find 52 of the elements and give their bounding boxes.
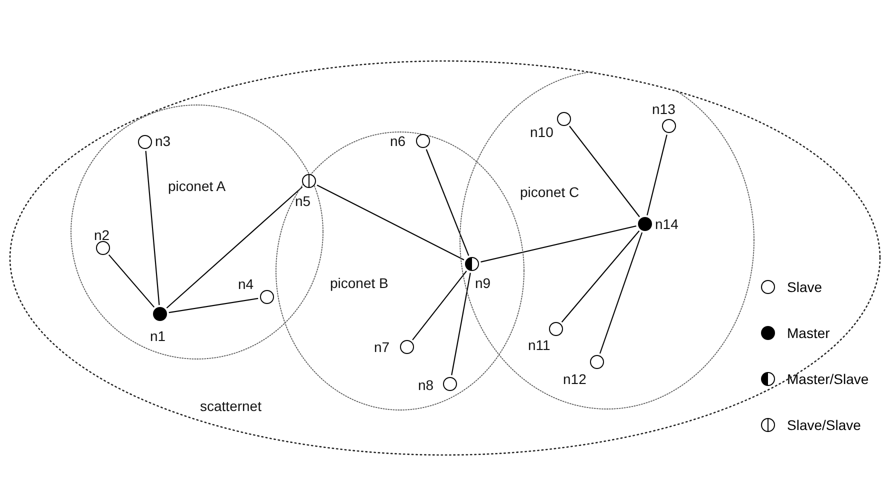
connection-line: [412, 270, 467, 340]
legend-label: Slave: [787, 279, 822, 295]
open-circle-node: [548, 321, 564, 337]
node-label: n4: [238, 276, 254, 292]
filled-circle-node: [152, 306, 168, 322]
connection-line: [168, 298, 258, 314]
connection-line: [480, 225, 636, 263]
node-label: n12: [563, 371, 586, 387]
open-circle-node: [259, 289, 275, 305]
connection-line: [561, 230, 640, 322]
open-circle-node: [556, 111, 572, 127]
node-label: n7: [374, 339, 390, 355]
open-circle-node: [661, 118, 677, 134]
node-label: n1: [150, 328, 166, 344]
node-label: n11: [528, 337, 550, 353]
node-label: n3: [155, 133, 171, 149]
piconet-ellipse: [70, 104, 324, 360]
legend-label: Master: [787, 325, 830, 341]
split-circle-node: [301, 173, 317, 189]
piconet-ellipse: [459, 70, 755, 410]
open-circle-node: [137, 134, 153, 150]
node-label: n6: [390, 133, 406, 149]
node-label: n8: [418, 377, 434, 393]
group-label: scatternet: [200, 398, 262, 414]
open-circle-node: [95, 240, 111, 256]
connection-line: [451, 272, 471, 376]
legend-label: Master/Slave: [787, 371, 869, 387]
half-filled-circle-node: [464, 256, 480, 272]
connection-line: [646, 134, 668, 216]
node-label: n10: [530, 124, 554, 140]
group-label: piconet B: [330, 275, 388, 291]
scatternet-ellipse: [9, 60, 881, 456]
connection-line: [599, 232, 643, 354]
open-circle-node: [415, 133, 431, 149]
connection-line: [316, 184, 464, 260]
node-label: n9: [475, 275, 491, 291]
connection-line: [426, 149, 470, 256]
node-label: n5: [295, 193, 311, 209]
group-label: piconet C: [520, 184, 580, 200]
connection-line: [569, 126, 640, 218]
connection-line: [108, 254, 155, 308]
filled-circle-node: [637, 216, 653, 232]
open-circle-node: [589, 354, 605, 370]
connection-line: [166, 186, 303, 308]
node-label: n14: [655, 216, 678, 232]
open-circle-node: [442, 376, 458, 392]
connection-line: [145, 150, 160, 306]
node-label: n13: [652, 101, 676, 117]
group-label: piconet A: [168, 178, 226, 194]
legend-label: Slave/Slave: [787, 417, 861, 433]
node-label: n2: [94, 227, 110, 243]
open-circle-node: [399, 339, 415, 355]
